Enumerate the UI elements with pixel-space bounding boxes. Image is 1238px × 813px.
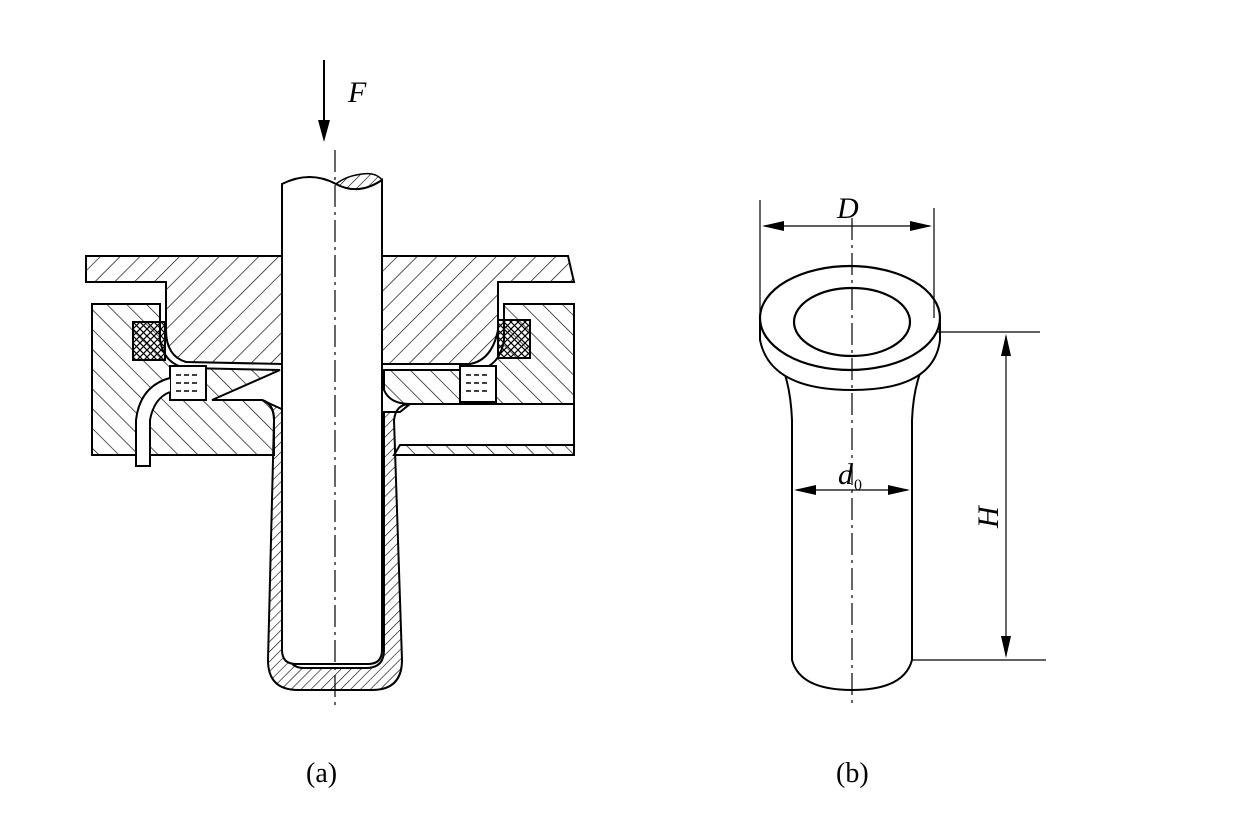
fluid-chamber-left [169,365,207,401]
caption-b: (b) [836,758,869,789]
caption-a: (a) [306,758,337,789]
dim-inner-diameter [794,485,910,495]
dim-inner-diameter-label: d [838,458,854,491]
fluid-inlet-pipe [135,377,171,467]
force-arrow [318,60,330,142]
seal-right [497,319,531,359]
dim-inner-diameter-subscript: 0 [854,477,862,494]
seal-left [132,321,166,361]
figure-b: D d 0 H (b) [758,192,1046,789]
punch-section-cut [334,172,384,190]
figure-a: F (a) [85,60,576,789]
punch-rod [281,176,383,665]
dim-outer-diameter-label: D [836,192,859,225]
dim-outer-diameter [759,200,935,318]
formed-cup-wall [261,399,413,691]
dim-height-label: H [972,504,1005,529]
force-label: F [347,76,367,109]
tube-body [771,347,935,692]
dim-height [912,331,1046,661]
fluid-chamber-right [459,365,497,403]
